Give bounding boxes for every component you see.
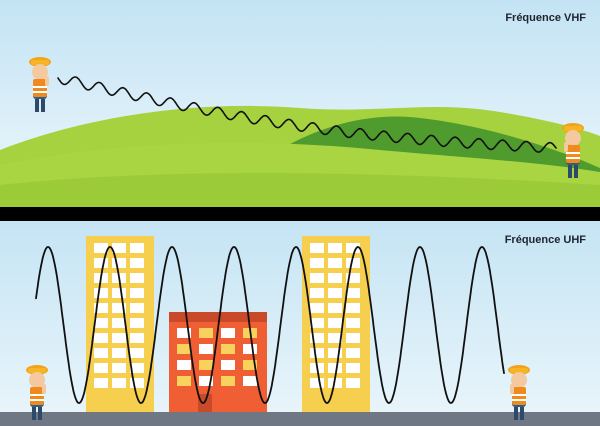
window — [310, 333, 324, 343]
window — [94, 348, 108, 358]
vhf-scene — [0, 0, 600, 207]
window — [177, 376, 191, 386]
window — [346, 273, 360, 283]
window — [310, 273, 324, 283]
uhf-title: Fréquence UHF — [504, 234, 586, 246]
window — [199, 376, 213, 386]
window — [310, 303, 324, 313]
window — [130, 363, 144, 373]
window — [94, 303, 108, 313]
window — [94, 378, 108, 388]
vhf-panel: Fréquence VHF — [0, 0, 600, 207]
window — [310, 378, 324, 388]
window — [346, 318, 360, 328]
window — [346, 378, 360, 388]
window — [221, 360, 235, 370]
worker-right-icon — [562, 123, 584, 178]
window — [112, 288, 126, 298]
window — [346, 303, 360, 313]
uhf-scene — [0, 221, 600, 426]
window — [130, 333, 144, 343]
window — [112, 333, 126, 343]
window — [346, 333, 360, 343]
window — [199, 328, 213, 338]
window — [310, 348, 324, 358]
window — [112, 303, 126, 313]
window — [112, 243, 126, 253]
window — [243, 360, 257, 370]
window — [328, 333, 342, 343]
window — [221, 328, 235, 338]
worker-left-icon — [26, 365, 48, 420]
window — [177, 328, 191, 338]
worker-right-icon — [508, 365, 530, 420]
window — [346, 258, 360, 268]
window — [328, 348, 342, 358]
window — [346, 363, 360, 373]
vhf-wave — [57, 76, 557, 153]
uhf-panel: Fréquence UHF — [0, 221, 600, 426]
window — [221, 376, 235, 386]
window — [310, 318, 324, 328]
window — [94, 363, 108, 373]
window — [328, 258, 342, 268]
window — [112, 348, 126, 358]
road — [0, 412, 600, 426]
window — [112, 318, 126, 328]
building-yellow-right — [302, 236, 370, 412]
hill-front-shade — [0, 172, 600, 207]
window — [346, 288, 360, 298]
vhf-title: Fréquence VHF — [505, 12, 586, 24]
window — [346, 348, 360, 358]
window — [199, 360, 213, 370]
window — [310, 243, 324, 253]
window — [346, 243, 360, 253]
window — [328, 288, 342, 298]
window — [112, 258, 126, 268]
window — [94, 288, 108, 298]
window — [328, 243, 342, 253]
window — [130, 273, 144, 283]
window — [130, 378, 144, 388]
window — [112, 378, 126, 388]
window — [130, 288, 144, 298]
window — [130, 243, 144, 253]
window — [112, 363, 126, 373]
worker-left-icon — [29, 57, 51, 112]
window — [328, 273, 342, 283]
window — [328, 363, 342, 373]
window — [94, 243, 108, 253]
window — [130, 303, 144, 313]
window — [310, 258, 324, 268]
window — [94, 258, 108, 268]
window — [94, 333, 108, 343]
window — [130, 258, 144, 268]
building-yellow-left — [86, 236, 154, 412]
window — [199, 344, 213, 354]
window — [243, 344, 257, 354]
window — [221, 344, 235, 354]
window — [94, 318, 108, 328]
window — [130, 348, 144, 358]
uhf-wave — [35, 246, 505, 404]
window — [328, 303, 342, 313]
window — [243, 376, 257, 386]
window — [130, 318, 144, 328]
window — [310, 288, 324, 298]
window — [177, 344, 191, 354]
window — [328, 318, 342, 328]
window — [177, 360, 191, 370]
